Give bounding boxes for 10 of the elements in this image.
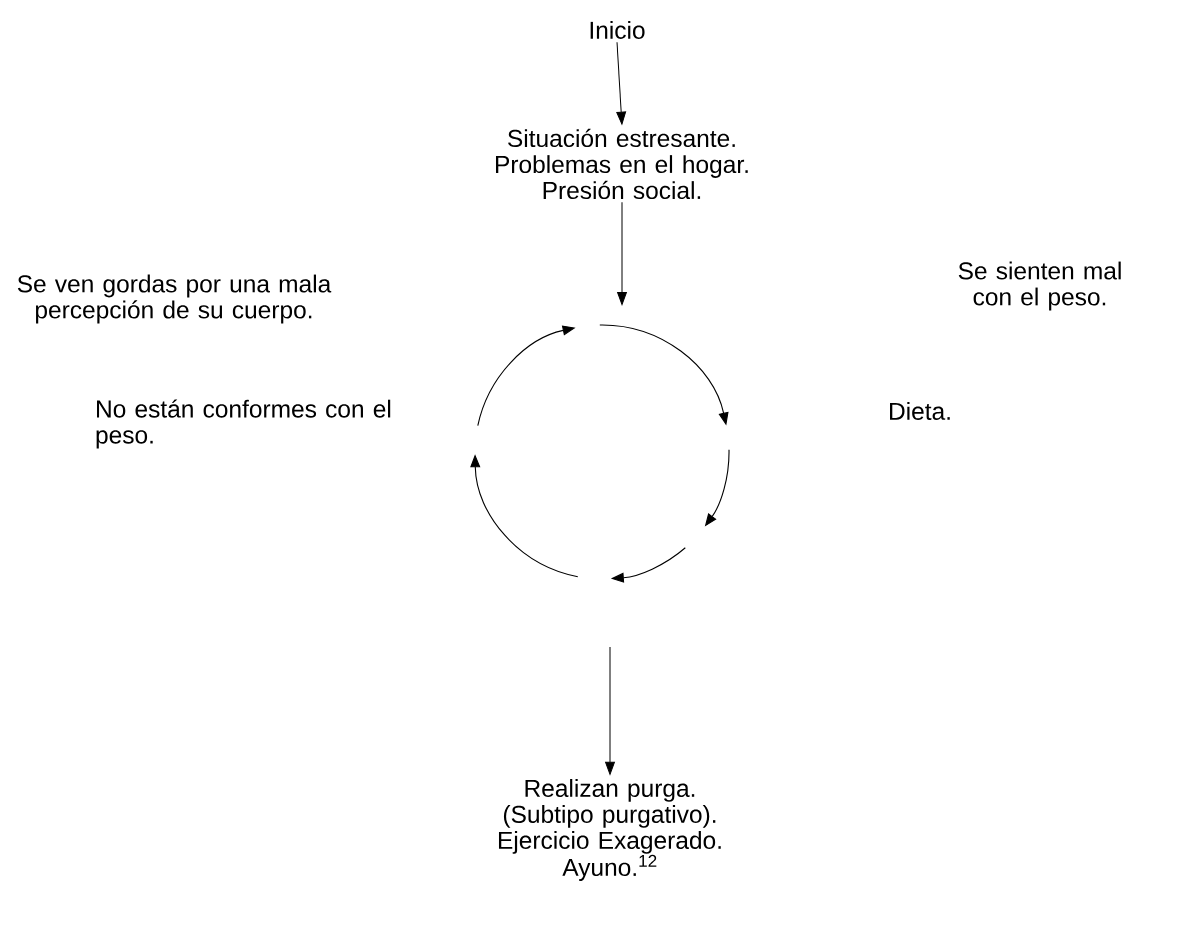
arrow	[617, 201, 627, 305]
node-text: No están conformes con el peso.	[96, 399, 391, 449]
node-text: Realizan purga. (Subtipo purgativo). Ejercicio Exagerado. Ayuno.$^{12}$	[499, 779, 721, 881]
node-text: Dieta.	[890, 402, 950, 420]
node-text: Situación estresante. Problemas en el hogar. Presión social.	[496, 128, 748, 200]
arrow	[616, 41, 627, 125]
node-text: Se sienten mal con el peso.	[958, 261, 1121, 311]
node-text: Inicio	[590, 21, 645, 39]
node-text: Se ven gordas por una mala percepción de su cuerpo.	[17, 274, 332, 324]
arrow	[605, 646, 615, 775]
